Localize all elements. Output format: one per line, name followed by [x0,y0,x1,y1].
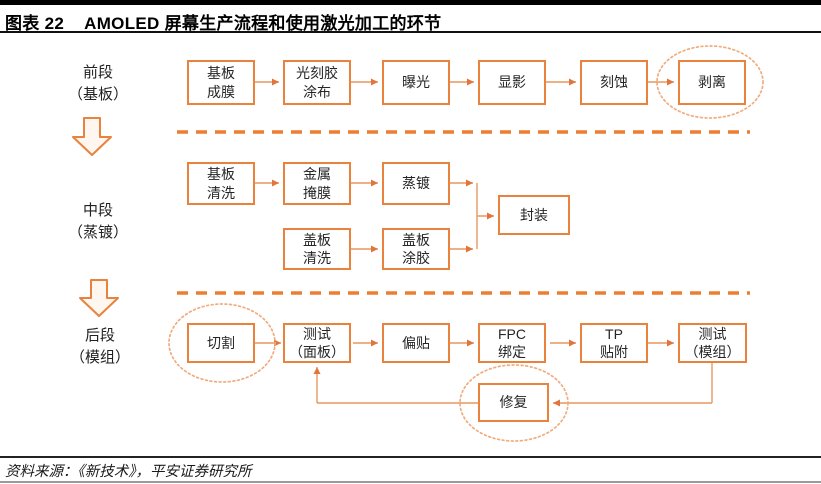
stage-label-back: 后段 （模组） [69,327,130,366]
down-arrow-icon [72,117,112,156]
node-metal-mask: 金属 掩膜 [283,162,351,205]
node-tp-attach: TP 贴附 [580,323,648,363]
figure-title-text: AMOLED 屏幕生产流程和使用激光加工的环节 [84,14,442,33]
source-note: 资料来源：《新技术》，平安证券研究所 [5,464,252,480]
node-encapsulation: 封装 [498,195,570,235]
node-cover-clean: 盖板 清洗 [283,228,351,270]
node-etch: 刻蚀 [580,60,648,105]
flow-connectors [255,78,713,407]
node-cover-glue: 盖板 涂胶 [382,228,450,270]
bottom-rule [0,481,821,483]
title-underline [0,31,821,33]
laser-step-ellipse-strip [656,45,764,119]
node-repair: 修复 [478,383,549,422]
node-evaporation: 蒸镀 [382,162,450,205]
stage-label-front: 前段 （基板） [67,64,128,103]
node-develop: 显影 [478,60,546,105]
laser-step-ellipse-repair [459,364,569,442]
laser-step-ellipse-cutting [168,303,276,383]
node-test-module: 测试 （模组） [678,323,747,363]
figure-title: 图表 22 AMOLED 屏幕生产流程和使用激光加工的环节 [5,9,441,34]
top-rule [0,0,821,5]
node-substrate-film: 基板 成膜 [187,60,255,105]
down-arrow-icon [79,279,119,317]
node-substrate-clean: 基板 清洗 [187,162,255,205]
source-divider-rule [0,456,821,458]
node-lamination: 偏贴 [382,323,450,363]
figure-number: 图表 22 [5,14,65,33]
node-photoresist-coating: 光刻胶 涂布 [283,60,351,105]
node-cutting: 切割 [187,323,255,363]
node-strip: 剥离 [678,60,746,105]
node-test-panel: 测试 （面板） [283,323,351,363]
node-exposure: 曝光 [382,60,450,105]
node-fpc-bonding: FPC 绑定 [478,323,546,363]
stage-label-middle: 中段 （蒸镀） [67,202,128,241]
